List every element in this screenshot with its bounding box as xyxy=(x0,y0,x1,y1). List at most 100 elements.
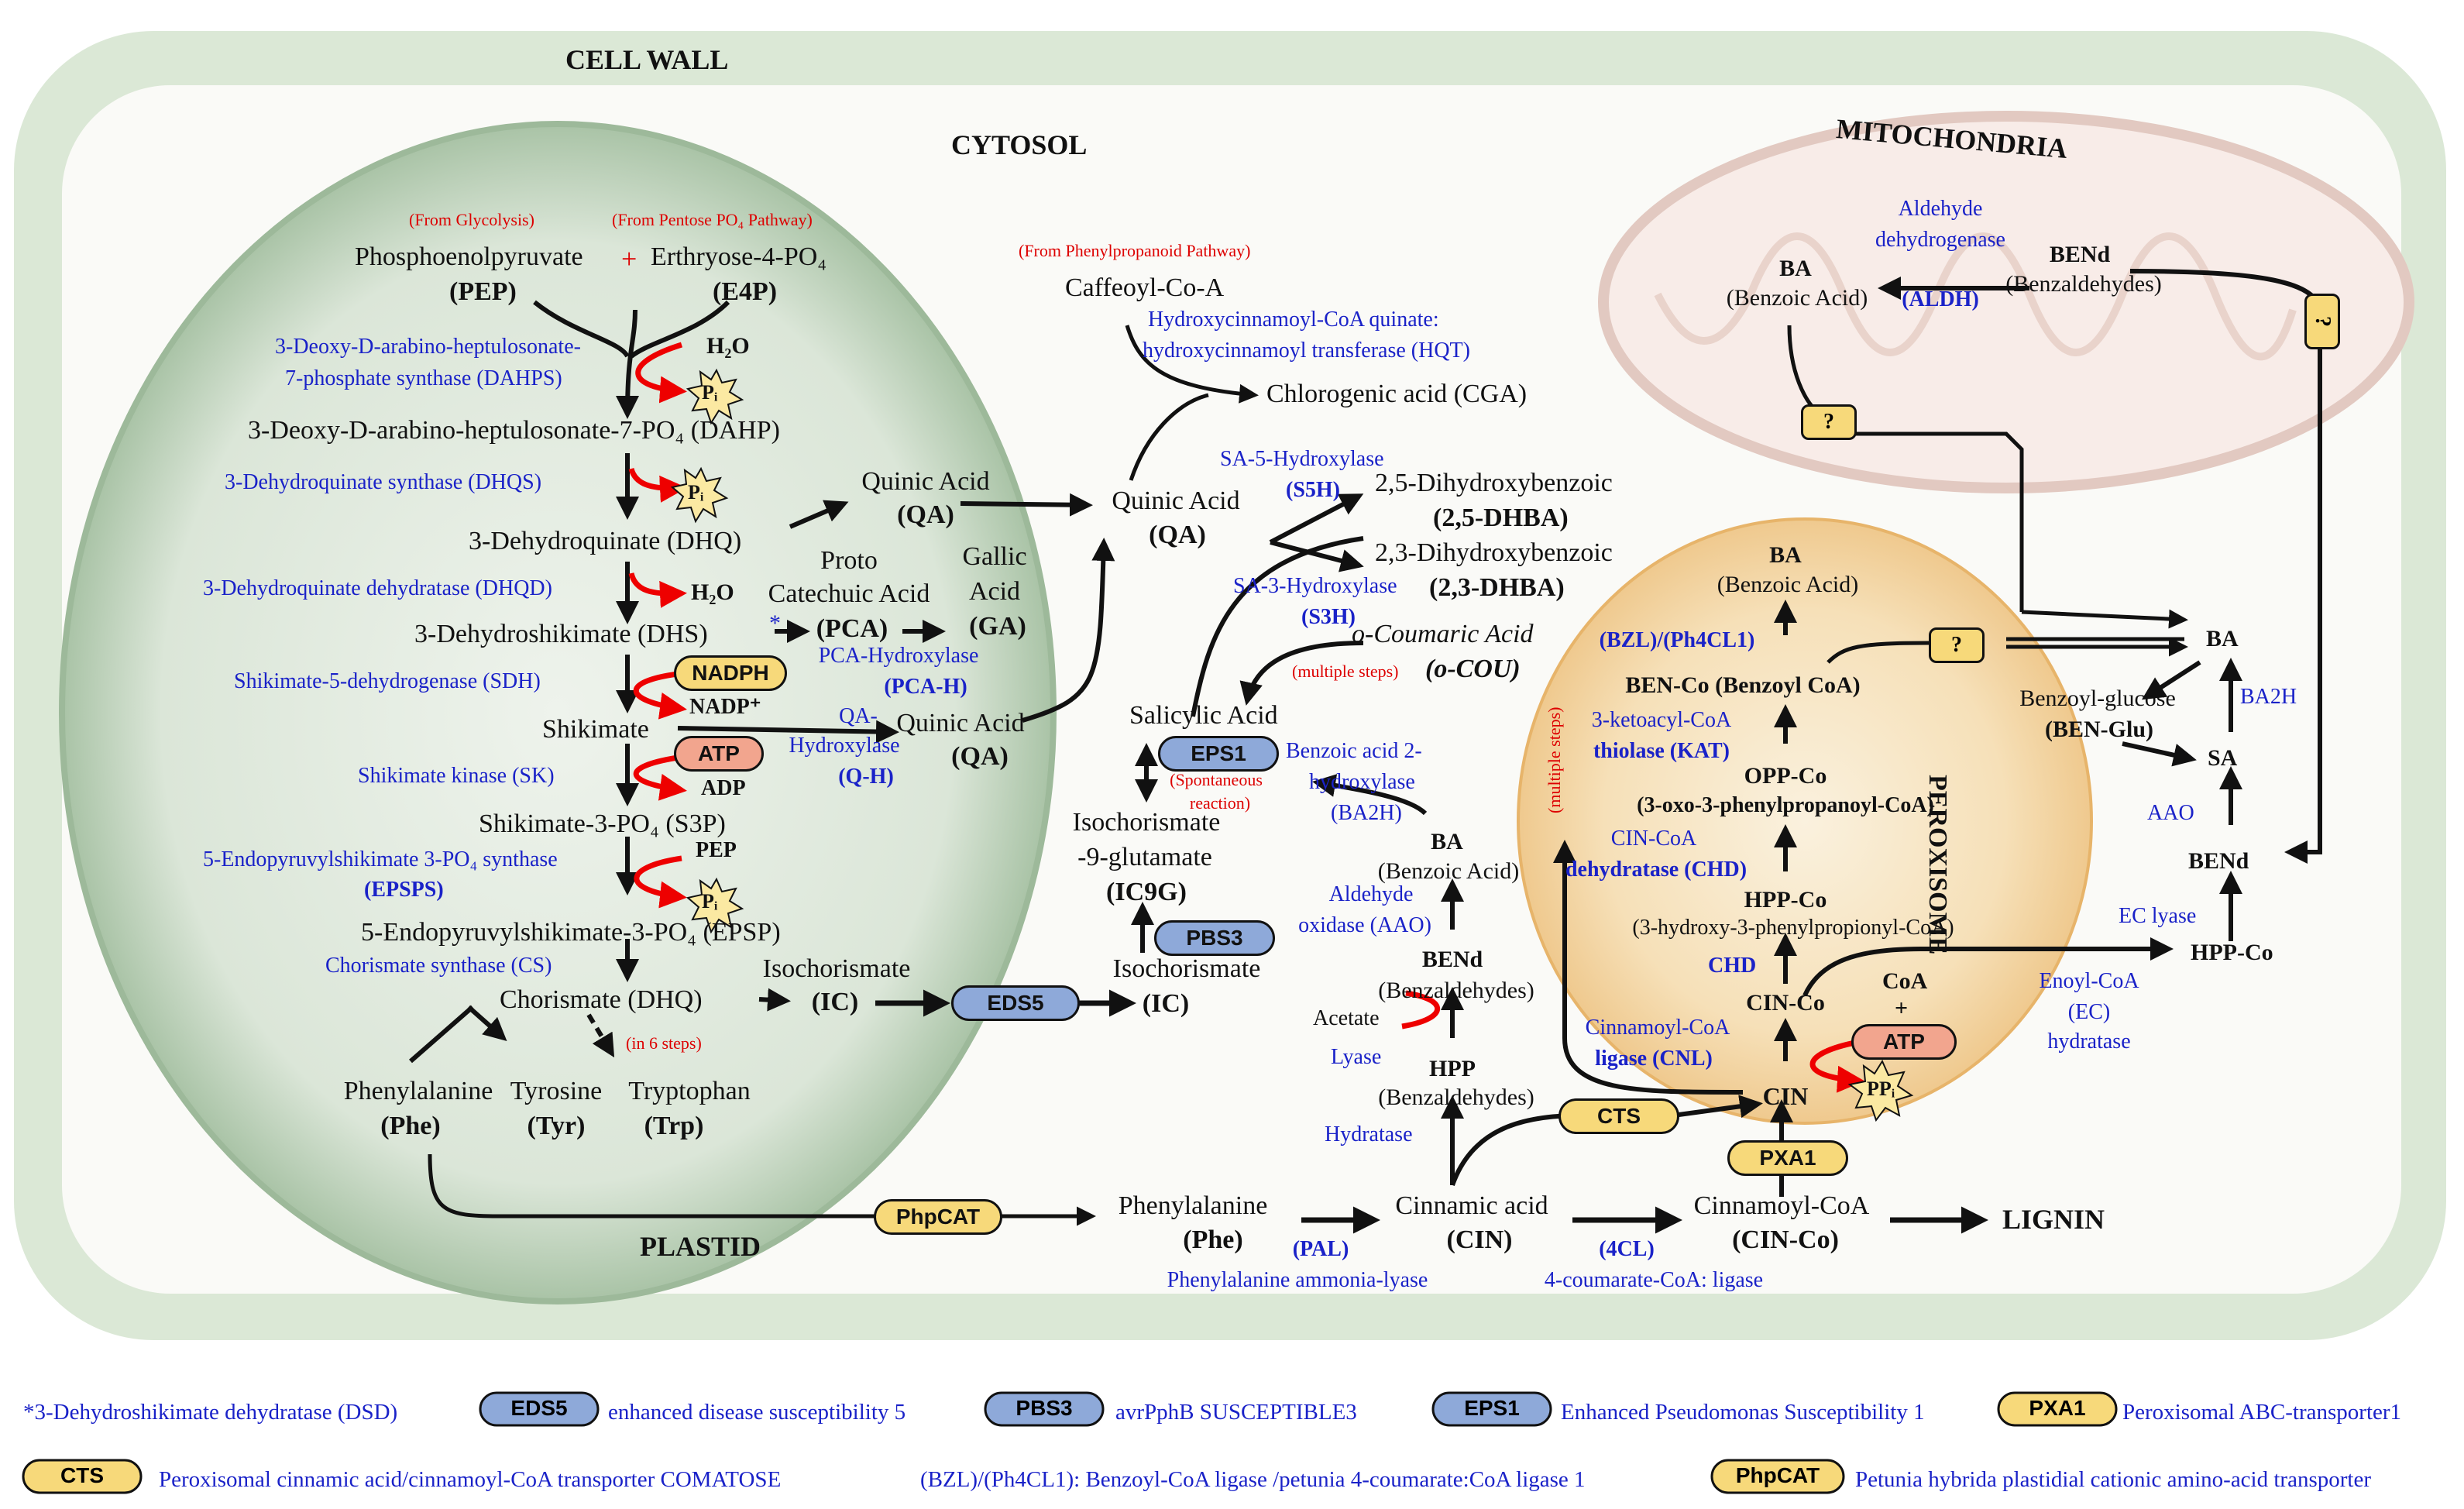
pal: (PAL) xyxy=(1292,1237,1349,1261)
quinic-acid-cytosol: Quinic Acid xyxy=(1112,486,1240,515)
aao-right: AAO xyxy=(2147,801,2194,825)
hydratase: Hydratase xyxy=(1325,1122,1413,1146)
bend-cytosol: BENd xyxy=(1421,947,1483,972)
bend-cytosol-full: (Benzaldehydes) xyxy=(1378,978,1534,1003)
pi-star-3 xyxy=(686,877,744,934)
proto-1: Proto xyxy=(820,546,878,575)
phe-abbr-cytosol: (Phe) xyxy=(1183,1225,1243,1254)
pcah-2: (PCA-H) xyxy=(884,675,967,699)
ba2h-enzyme-3: (BA2H) xyxy=(1331,801,1402,825)
ic9g-2: -9-glutamate xyxy=(1077,843,1212,871)
cnl-enzyme-1: Cinnamoyl-CoA xyxy=(1585,1016,1730,1040)
legend-eds5-label: EDS5 xyxy=(510,1396,568,1420)
legend-phpcat-text: Petunia hybrida plastidial cationic amin… xyxy=(1855,1467,2371,1492)
cin-perox: CIN xyxy=(1762,1082,1809,1110)
chd-enzyme: CHD xyxy=(1708,954,1757,978)
legend-pxa1-pill xyxy=(1997,1391,2118,1427)
legend-cts-pill xyxy=(22,1459,143,1494)
bzl-enzyme: (BZL)/(Ph4CL1) xyxy=(1599,628,1755,652)
multiple-steps-2: (multiple steps) xyxy=(1545,706,1564,813)
trp-name: Tryptophan xyxy=(628,1077,751,1105)
cytosol-label: CYTOSOL xyxy=(951,129,1088,160)
hqt-enzyme-2: hydroxycinnamoyl transferase (HQT) xyxy=(1143,339,1470,363)
dhba23-2: (2,3-DHBA) xyxy=(1429,573,1565,602)
s5h-enzyme-2: (S5H) xyxy=(1286,478,1340,502)
ga: (GA) xyxy=(969,612,1026,641)
cnl-enzyme-2: ligase (CNL) xyxy=(1595,1047,1713,1071)
pcah-1: PCA-Hydroxylase xyxy=(818,644,979,668)
ic-cytosol: (IC) xyxy=(1142,989,1190,1018)
ba2h-enzyme-2: hydroxylase xyxy=(1309,770,1415,794)
plastid-label: PLASTID xyxy=(640,1231,761,1262)
dhba23-1: 2,3-Dihydroxybenzoic xyxy=(1375,538,1613,567)
spontaneous-1: (Spontaneous xyxy=(1170,770,1263,789)
legend-phpcat-label: PhpCAT xyxy=(1735,1463,1820,1487)
sk-enzyme: Shikimate kinase (SK) xyxy=(358,764,555,788)
from-pentose: (From Pentose PO₄ Pathway) xyxy=(612,210,813,229)
cin-name: Cinnamic acid xyxy=(1395,1191,1548,1220)
transporter-unknown-3: ? xyxy=(1929,627,1985,663)
ba-cytosol-full: (Benzoic Acid) xyxy=(1377,858,1520,884)
o-coumaric-acid: o-Coumaric Acid xyxy=(1352,620,1534,648)
cin-co-abbr: (CIN-Co) xyxy=(1732,1225,1839,1254)
ben-glu: (BEN-Glu) xyxy=(2044,717,2154,742)
epsp: 5-Endopyruvylshikimate-3-PO₄ (EPSP) xyxy=(361,918,781,947)
legend-pbs3-text: avrPphB SUSCEPTIBLE3 xyxy=(1115,1400,1357,1425)
bend-mito-full: (Benzaldehydes) xyxy=(2005,271,2162,297)
atp-badge: ATP xyxy=(674,736,764,772)
pi-2: Pᵢ xyxy=(688,481,704,504)
in-6-steps: (in 6 steps) xyxy=(626,1033,702,1053)
aldh-2: dehydrogenase xyxy=(1875,228,2005,252)
enoyl-2: (EC) xyxy=(2067,1000,2111,1024)
proto-2: Catechuic Acid xyxy=(768,579,930,608)
ic9g-1: Isochorismate xyxy=(1072,808,1221,837)
spontaneous-2: reaction) xyxy=(1189,793,1251,813)
opp-co-full: (3-oxo-3-phenylpropanoyl-CoA) xyxy=(1637,793,1934,817)
epsps-enzyme-2: (EPSPS) xyxy=(364,878,444,902)
legend-eps1-pill xyxy=(1431,1391,1552,1427)
ba-perox: BA xyxy=(1769,542,1802,568)
nadph-badge: NADPH xyxy=(674,655,787,691)
e4p-name: Erthryose-4-PO₄ xyxy=(651,242,827,271)
ba-right: BA xyxy=(2206,626,2239,651)
shikimate: Shikimate xyxy=(542,715,649,744)
dhqs-enzyme: 3-Dehydroquinate synthase (DHQS) xyxy=(225,470,542,494)
s3h-enzyme-2: (S3H) xyxy=(1301,605,1356,629)
legend-eds5-text: enhanced disease susceptibility 5 xyxy=(608,1400,906,1425)
hqt-enzyme-1: Hydroxycinnamoyl-CoA quinate: xyxy=(1148,308,1439,332)
pi-star-2 xyxy=(670,466,729,524)
ba-perox-full: (Benzoic Acid) xyxy=(1717,572,1859,597)
pxa1-badge: PXA1 xyxy=(1727,1140,1848,1176)
sa-right: SA xyxy=(2208,745,2238,771)
legend-cts-text: Peroxisomal cinnamic acid/cinnamoyl-CoA … xyxy=(159,1467,782,1492)
tyr-abbr: (Tyr) xyxy=(527,1112,586,1140)
aao-enzyme-1: Aldehyde xyxy=(1328,882,1414,906)
salicylic-acid: Salicylic Acid xyxy=(1129,701,1278,730)
nadp: NADP⁺ xyxy=(689,695,761,719)
bend-right: BENd xyxy=(2188,848,2249,874)
peroxisome xyxy=(1517,517,2093,1125)
fourcl: (4CL) xyxy=(1599,1237,1655,1261)
isochorismate-cytosol: Isochorismate xyxy=(1112,954,1261,983)
quinic-acid-1: Quinic Acid xyxy=(861,467,990,496)
ba2h-right: BA2H xyxy=(2240,685,2297,709)
aao-enzyme-2: oxidase (AAO) xyxy=(1298,913,1431,937)
ic9g-3: (IC9G) xyxy=(1106,878,1187,906)
hpp-cytosol-full: (Benzaldehydes) xyxy=(1378,1084,1534,1110)
s5h-enzyme-1: SA-5-Hydroxylase xyxy=(1220,447,1384,471)
pep-small: PEP xyxy=(696,838,737,862)
dahps-enzyme-2: 7-phosphate synthase (DAHPS) xyxy=(285,366,562,390)
sdh-enzyme: Shikimate-5-dehydrogenase (SDH) xyxy=(234,669,541,693)
cin-co-name: Cinnamoyl-CoA xyxy=(1693,1191,1870,1220)
lignin: LIGNIN xyxy=(2002,1204,2105,1235)
pep-name: Phosphoenolpyruvate xyxy=(355,242,583,271)
s3h-enzyme-1: SA-3-Hydroxylase xyxy=(1233,574,1397,598)
plus-sign: + xyxy=(621,243,637,274)
fourcl-full: 4-coumarate-CoA: ligase xyxy=(1544,1268,1764,1292)
dhqd-enzyme: 3-Dehydroquinate dehydratase (DHQD) xyxy=(203,576,552,600)
o-cou-abbr: (o-COU) xyxy=(1425,655,1521,683)
cin-co-perox: CIN-Co xyxy=(1746,990,1825,1016)
legend-pbs3-label: PBS3 xyxy=(1015,1396,1073,1420)
aldh-3: (ALDH) xyxy=(1902,287,1979,311)
